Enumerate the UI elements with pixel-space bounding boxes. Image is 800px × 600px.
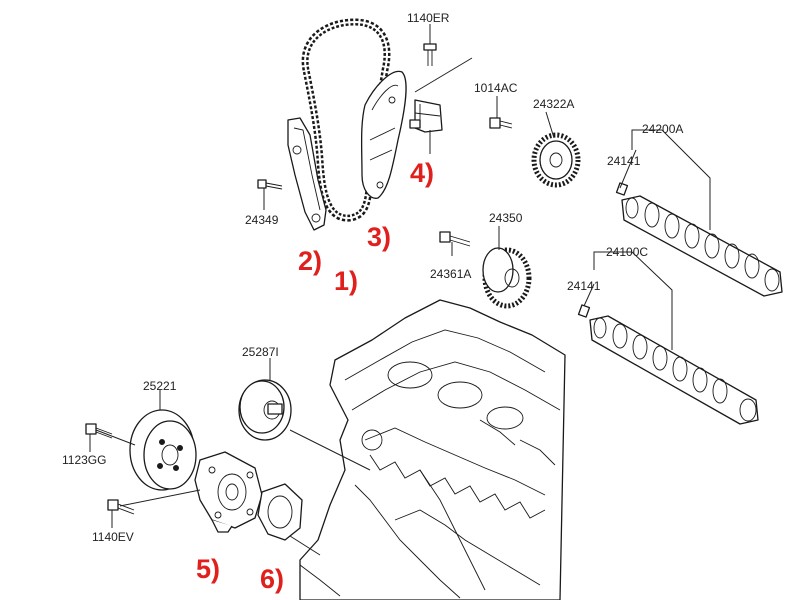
label-24141-lower: 24141 [567,279,601,293]
callout-labels: 1) 2) 3) 4) 5) 6) [196,158,434,594]
chain-guide [360,70,407,199]
water-pump-pulley-25221 [129,409,197,491]
label-24200a: 24200A [642,122,683,136]
callout-1: 1) [334,266,358,296]
label-1123gg: 1123GG [62,453,106,467]
bolt-1140er [423,43,437,66]
callout-6: 6) [260,564,284,594]
label-1140ev: 1140EV [92,530,134,544]
bolt-1123gg [85,423,113,439]
label-25221: 25221 [143,379,177,393]
callout-3: 3) [367,222,391,252]
camshaft-24200a [615,182,783,297]
label-24361a: 24361A [430,267,471,281]
chain-tensioner [409,99,443,133]
label-24141-upper: 24141 [607,154,641,168]
leader-lines [89,24,711,556]
callout-2: 2) [298,246,322,276]
bolt-24349 [257,179,283,190]
label-24100c: 24100C [606,245,648,259]
label-1014ac: 1014AC [474,81,518,95]
cam-sprocket-24350 [482,247,532,309]
callout-5: 5) [196,554,220,584]
cam-sprocket-24322a [531,132,581,188]
idler-pulley-25287i [238,379,292,441]
label-24349: 24349 [245,213,279,227]
bolt-1014ac [489,117,513,129]
part-labels: 1140ER 1014AC 24322A 24200A 24141 24349 … [62,11,683,544]
label-25287i: 25287I [242,345,279,359]
bolt-24361a [439,231,471,247]
bolt-1140ev [107,499,135,515]
callout-4: 4) [410,158,434,188]
label-1140er: 1140ER [407,11,450,25]
engine-block [299,299,566,600]
camshaft-24100c [577,304,759,425]
water-pump-gasket [257,483,303,541]
tensioner-arm [287,117,327,231]
timing-chain [301,18,391,222]
water-pump [194,451,263,533]
label-24322a: 24322A [533,97,574,111]
label-24350: 24350 [489,211,523,225]
